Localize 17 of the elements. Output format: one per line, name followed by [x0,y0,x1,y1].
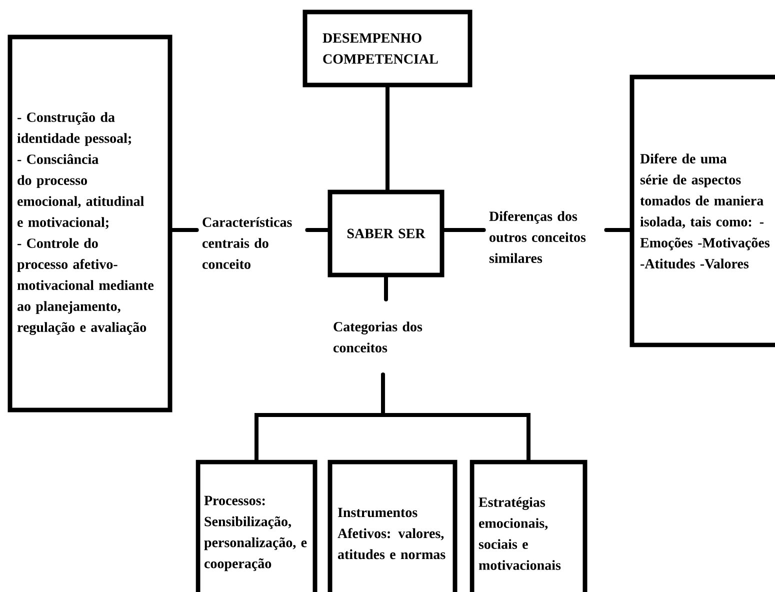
concept-box: Difere de uma série de aspectos tomados de maniera isolada, tais como: -Emoções -Motivações -Atitudes -Valores [630,74,775,348]
concept-label: Diferenças dos outros conceitos similares [489,211,586,263]
concept-box: SABER SER [328,190,444,278]
connector-line [442,228,486,232]
concept-box: Processos: Sensibilização, personalização, e cooperação [196,460,318,592]
concept-box: Estratégias emocionais, sociais e motivacionais [470,460,588,592]
connector-line [170,228,199,232]
connector-line [384,275,388,302]
concept-box: Instrumentos Afetivos: valores, atitudes e normas [328,460,458,592]
connector-line [604,228,632,232]
connector-line [381,372,530,462]
concept-label: Características centrais do conceito [202,217,292,269]
connector-line [305,228,330,232]
concept-label: Categorias dos conceitos [334,322,422,352]
concept-box: - Construção da identidade pessoal; - Consciância do processo emocional, atitudinal e motivacional; - Controle do processo afetivo-motivacional mediante ao planejamento, regulação e avaliação [8,34,172,412]
connector-line [386,85,390,192]
concept-box: DESEMPENHO COMPETENCIAL [302,10,472,88]
